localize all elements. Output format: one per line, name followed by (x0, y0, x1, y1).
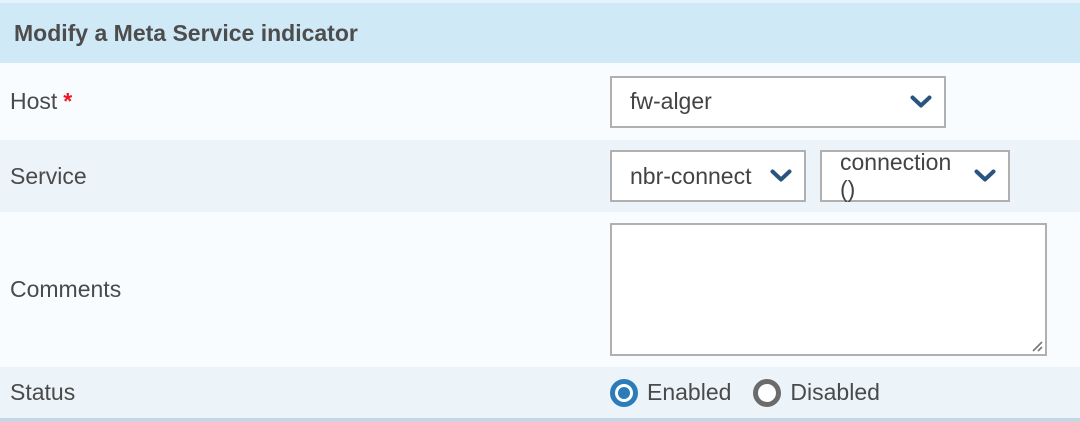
radio-selected-icon[interactable] (610, 378, 638, 407)
status-label: Status (10, 379, 76, 405)
resize-handle-icon[interactable] (1028, 337, 1043, 352)
status-enabled-label[interactable]: Enabled (647, 379, 732, 405)
radio-dot (618, 386, 630, 399)
comments-textarea-wrap (610, 223, 1047, 356)
service-select[interactable]: nbr-connect (610, 150, 806, 202)
status-enabled-option[interactable]: Enabled (610, 378, 732, 407)
host-label-cell: Host* (0, 88, 610, 115)
host-row: Host* fw-alger (0, 63, 1080, 140)
host-select[interactable]: fw-alger (610, 75, 946, 128)
service-value-cell: nbr-connect connection () (610, 149, 1080, 202)
comments-row: Comments (0, 212, 1080, 367)
radio-unselected-icon[interactable] (753, 378, 782, 407)
chevron-down-icon (770, 169, 792, 183)
comments-textarea[interactable] (610, 223, 1047, 356)
service-label: Service (10, 162, 87, 189)
status-disabled-label[interactable]: Disabled (790, 379, 880, 405)
comments-label-cell: Comments (0, 276, 610, 303)
metric-select-value: connection () (840, 149, 952, 202)
comments-value-cell (610, 223, 1080, 356)
status-label-cell: Status (0, 379, 610, 406)
service-select-value: nbr-connect (630, 162, 752, 189)
host-select-value: fw-alger (630, 88, 712, 114)
comments-label: Comments (10, 276, 122, 302)
status-disabled-option[interactable]: Disabled (753, 378, 880, 407)
chevron-down-icon (910, 95, 932, 109)
status-radio-group: Enabled Disabled (610, 378, 880, 407)
metric-select[interactable]: connection () (820, 149, 1010, 202)
chevron-down-icon (974, 169, 996, 183)
panel-header: Modify a Meta Service indicator (0, 3, 1080, 63)
panel-title: Modify a Meta Service indicator (14, 19, 358, 46)
required-asterisk: * (63, 88, 73, 114)
status-value-cell: Enabled Disabled (610, 378, 1080, 407)
host-value-cell: fw-alger (610, 75, 1080, 128)
status-row: Status Enabled Disabled (0, 367, 1080, 418)
service-row: Service nbr-connect connection () (0, 140, 1080, 212)
service-label-cell: Service (0, 163, 610, 190)
host-label: Host (10, 88, 58, 114)
